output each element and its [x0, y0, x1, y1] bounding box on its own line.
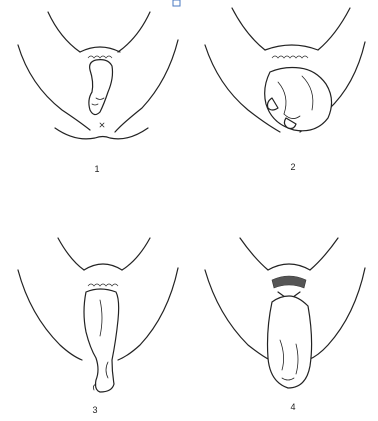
panel-1: 1: [18, 12, 178, 174]
panel-2: 2: [205, 8, 365, 172]
panel-4: 4: [205, 238, 365, 412]
panel-label-3: 3: [92, 405, 97, 415]
panel-label-4: 4: [290, 402, 295, 412]
panel-3: 3: [18, 238, 178, 415]
corner-marker: [173, 0, 180, 6]
panel-label-1: 1: [94, 164, 99, 174]
panel-label-2: 2: [290, 162, 295, 172]
